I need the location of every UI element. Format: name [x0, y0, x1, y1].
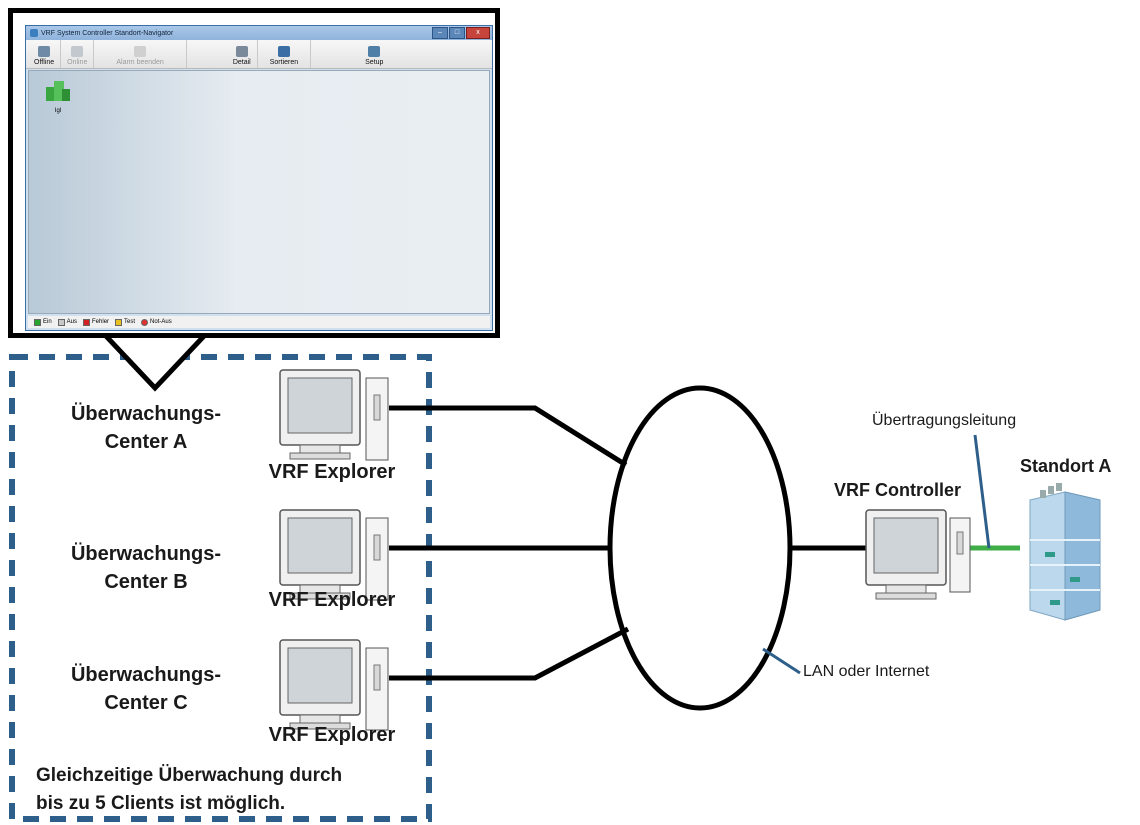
explorer-a-label: VRF Explorer — [268, 461, 396, 483]
offline-icon — [38, 46, 51, 57]
center-b-line1: Überwachungs- — [70, 543, 222, 565]
explorer-c-label: VRF Explorer — [268, 724, 396, 746]
legend-error-swatch — [83, 318, 91, 326]
offline-label: Offline — [34, 59, 55, 66]
legend-off-label: Aus — [66, 319, 78, 325]
site-label: Standort A — [1020, 456, 1112, 476]
pc-controller-icon — [865, 509, 971, 600]
center-c-name: Überwachungs- Center C — [36, 661, 256, 717]
monitoring-group-box — [9, 354, 432, 822]
alarm-stop-icon — [134, 46, 147, 57]
legend-emergency-stop: Not-Aus — [141, 318, 172, 326]
window-title: VRF System Controller Standort-Navigator — [41, 29, 174, 37]
online-label: Online — [67, 59, 88, 66]
transmission-pointer — [973, 434, 991, 549]
legend-error-label: Fehler — [92, 319, 110, 325]
screenshot-callout: VRF System Controller Standort-Navigator… — [8, 8, 500, 338]
legend-on: Ein — [34, 318, 52, 326]
explorer-b-label: VRF Explorer — [268, 589, 396, 611]
sort-button[interactable]: Sortieren — [258, 40, 312, 68]
legend-test-label: Test — [124, 319, 136, 325]
network-ellipse — [607, 385, 793, 711]
setup-icon — [368, 46, 381, 57]
center-a-name: Überwachungs- Center A — [36, 400, 256, 456]
site-item[interactable]: Igl — [43, 79, 73, 114]
legend-test: Test — [115, 318, 136, 326]
detail-button[interactable]: Detail — [227, 40, 258, 68]
pc-center-a-icon — [279, 369, 389, 461]
sort-icon — [277, 46, 290, 57]
link-center-c — [389, 626, 630, 681]
detail-label: Detail — [232, 59, 251, 66]
alarm-stop-label: Alarm beenden — [116, 59, 164, 66]
legend-test-swatch — [115, 318, 123, 326]
link-center-a — [389, 405, 628, 468]
center-b-line2: Center B — [104, 571, 188, 593]
site-green-icon — [46, 81, 70, 101]
site-navigator-window: VRF System Controller Standort-Navigator… — [25, 25, 493, 331]
site-item-label: Igl — [54, 108, 62, 114]
app-icon — [30, 29, 38, 37]
offline-button[interactable]: Offline — [28, 40, 62, 68]
alarm-stop-button[interactable]: Alarm beenden — [94, 40, 187, 68]
transmission-label: Übertragungsleitung — [872, 412, 1017, 429]
network-pointer — [762, 647, 801, 675]
pc-center-c-icon — [279, 639, 389, 731]
emergency-stop-icon — [141, 318, 149, 326]
maximize-button[interactable]: □ — [449, 27, 465, 39]
center-c-line1: Überwachungs- — [70, 664, 222, 686]
detail-icon — [235, 46, 248, 57]
callout-pointer — [99, 332, 211, 392]
online-button[interactable]: Online — [61, 40, 95, 68]
minimize-button[interactable]: – — [432, 27, 448, 39]
center-a-line2: Center A — [104, 431, 188, 453]
clients-note-line2: bis zu 5 Clients ist möglich. — [36, 793, 286, 814]
legend-emergency-stop-label: Not-Aus — [150, 319, 172, 325]
pc-center-b-icon — [279, 509, 389, 601]
clients-note: Gleichzeitige Überwachung durch bis zu 5… — [36, 762, 342, 818]
window-controls: – □ x — [432, 27, 490, 39]
status-legend: Ein Aus Fehler Test Not-Aus — [28, 316, 490, 328]
clients-note-line1: Gleichzeitige Überwachung durch — [36, 765, 343, 786]
close-button[interactable]: x — [466, 27, 490, 39]
building-icon — [1029, 483, 1101, 621]
center-b-name: Überwachungs- Center B — [36, 540, 256, 596]
setup-label: Setup — [365, 59, 384, 66]
legend-on-swatch — [34, 318, 41, 326]
legend-error: Fehler — [83, 318, 110, 326]
center-c-line2: Center C — [104, 692, 188, 714]
legend-off: Aus — [57, 318, 78, 326]
controller-label: VRF Controller — [834, 480, 962, 500]
window-toolbar: Offline Online Alarm beenden Detail Sort… — [26, 40, 492, 69]
network-label: LAN oder Internet — [803, 663, 930, 680]
site-list-area: Igl — [28, 70, 490, 314]
setup-button[interactable]: Setup — [359, 40, 389, 68]
online-icon — [71, 46, 84, 57]
legend-on-label: Ein — [43, 319, 52, 325]
legend-off-swatch — [57, 318, 65, 326]
sort-label: Sortieren — [269, 59, 299, 66]
center-a-line1: Überwachungs- — [70, 403, 222, 425]
window-titlebar: VRF System Controller Standort-Navigator… — [26, 26, 492, 40]
